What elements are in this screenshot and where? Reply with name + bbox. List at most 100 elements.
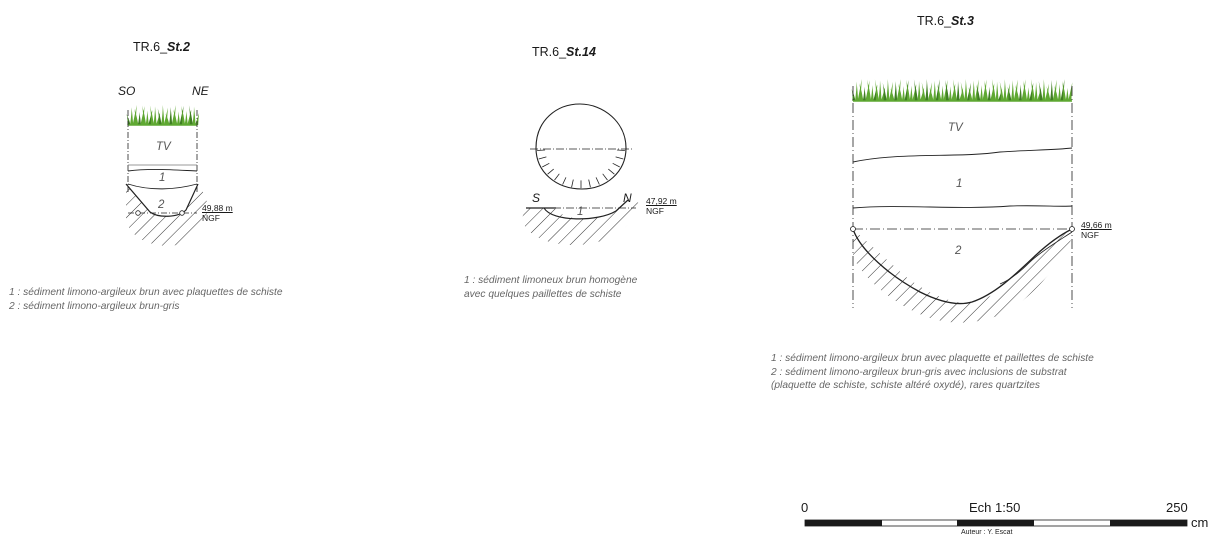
grass-blade <box>1062 80 1067 101</box>
grass-blade <box>1015 85 1020 101</box>
slope-tick <box>602 173 608 181</box>
grass-blade <box>184 111 188 125</box>
legend-line: 2 : sédiment limono-argileux brun-gris a… <box>771 366 1067 378</box>
layer-label-2-st3: 2 <box>955 245 962 257</box>
grass-blade <box>176 111 180 125</box>
grass-blade <box>130 107 134 125</box>
grass-blade <box>964 79 968 101</box>
grass-blade <box>945 79 950 101</box>
grass-blade <box>991 79 996 101</box>
grass-blade <box>157 108 162 125</box>
author-credit: Auteur : Y. Escat <box>961 529 1013 536</box>
section-st14-drawing <box>522 103 640 245</box>
grass-blade <box>1023 80 1028 101</box>
slope-tick <box>542 162 550 168</box>
grass-blade <box>898 83 903 101</box>
grass-blade <box>1046 86 1051 101</box>
grass-blade <box>952 79 957 101</box>
section-title-st14: TR.6_St.14 <box>532 45 596 59</box>
grass-blade <box>173 109 178 125</box>
grass-blade <box>169 106 173 125</box>
grass-blade <box>906 79 911 101</box>
grass-blade <box>976 84 981 101</box>
slope-tick <box>562 177 567 185</box>
grass-blade <box>882 82 887 101</box>
grass-blade <box>886 79 890 101</box>
section-st3-drawing <box>850 79 1075 323</box>
scale-end-label: 250 <box>1166 500 1188 515</box>
layer-label-tv-st2: TV <box>156 141 171 153</box>
grass-blade <box>145 110 149 125</box>
scale-unit-label: cm <box>1191 515 1209 530</box>
grass-blade <box>940 85 944 101</box>
grass-blade <box>192 106 196 125</box>
grass-blade <box>867 79 872 101</box>
section-title-st3: TR.6_St.3 <box>917 14 974 28</box>
scale-ratio-label: Ech 1:50 <box>969 500 1021 515</box>
grass-blade <box>984 80 989 101</box>
legend-line: 1 : sédiment limono-argileux brun avec p… <box>771 353 1094 364</box>
grass-blade <box>165 113 170 125</box>
grass-blade <box>960 81 965 101</box>
slope-tick <box>571 179 574 188</box>
section-title-st2: TR.6_St.2 <box>133 40 190 54</box>
grass-blade <box>917 80 921 101</box>
grass-blade <box>134 108 139 125</box>
grass-blade <box>890 88 895 101</box>
orientation-right-st2: NE <box>192 84 209 98</box>
grass-blade <box>862 86 866 101</box>
grass-blade <box>126 114 131 125</box>
grass-blade <box>1030 79 1035 101</box>
grass-blade <box>909 85 913 101</box>
grass-blade <box>1068 82 1073 101</box>
grass-blade <box>1011 80 1015 101</box>
layer-label-1-st2: 1 <box>159 172 166 184</box>
grass-blade <box>987 86 991 101</box>
legend-line: 2 : sédiment limono-argileux brun-gris <box>9 300 180 312</box>
grass-blade <box>972 80 976 101</box>
slope-tick <box>554 173 560 181</box>
grass-blade <box>937 84 942 101</box>
slope-tick <box>538 156 547 160</box>
grass-blade <box>894 81 898 101</box>
grass-blade <box>929 87 934 101</box>
grass-blade <box>968 87 973 101</box>
grass-blade <box>921 82 926 101</box>
grass-blade <box>979 85 983 101</box>
grass-blade <box>188 105 193 125</box>
slope-tick <box>612 162 620 168</box>
grass-blade <box>859 83 864 101</box>
section-st2-drawing <box>125 105 208 246</box>
scale-bar-graphic <box>804 519 1188 527</box>
layer-label-2-st2: 2 <box>158 199 165 211</box>
grass-blade <box>1042 79 1046 101</box>
slope-tick <box>595 177 600 185</box>
grass-blade <box>878 80 882 101</box>
grass-blade <box>1003 79 1007 101</box>
legend-st2: 1 : sédiment limono-argileux brun avec p… <box>9 286 283 313</box>
legend-line: (plaquette de schiste, schiste altéré ox… <box>771 380 1040 391</box>
layer-label-1-st14: 1 <box>577 206 584 218</box>
layer-label-tv-st3: TV <box>948 122 963 134</box>
grass-blade <box>1026 87 1030 101</box>
slope-tick <box>608 168 615 175</box>
grass-blade <box>870 85 874 101</box>
legend-st14: 1 : sédiment limoneux brun homogène avec… <box>464 274 637 301</box>
grass-blade <box>1018 84 1022 101</box>
slope-ticks <box>537 149 625 189</box>
grass-blade <box>995 81 999 101</box>
grass-blade <box>1054 85 1059 101</box>
grass-st3 <box>851 79 1073 101</box>
grass-blade <box>142 105 147 125</box>
grass-blade <box>1034 81 1038 101</box>
grass-blade <box>913 79 918 101</box>
legend-line: 1 : sédiment limono-argileux brun avec p… <box>9 287 283 298</box>
grass-blade <box>933 80 937 101</box>
orientation-right-st14: N <box>623 191 632 205</box>
grass-blade <box>1038 81 1043 101</box>
grass-blade <box>925 79 929 101</box>
orientation-left-st14: S <box>532 191 541 205</box>
